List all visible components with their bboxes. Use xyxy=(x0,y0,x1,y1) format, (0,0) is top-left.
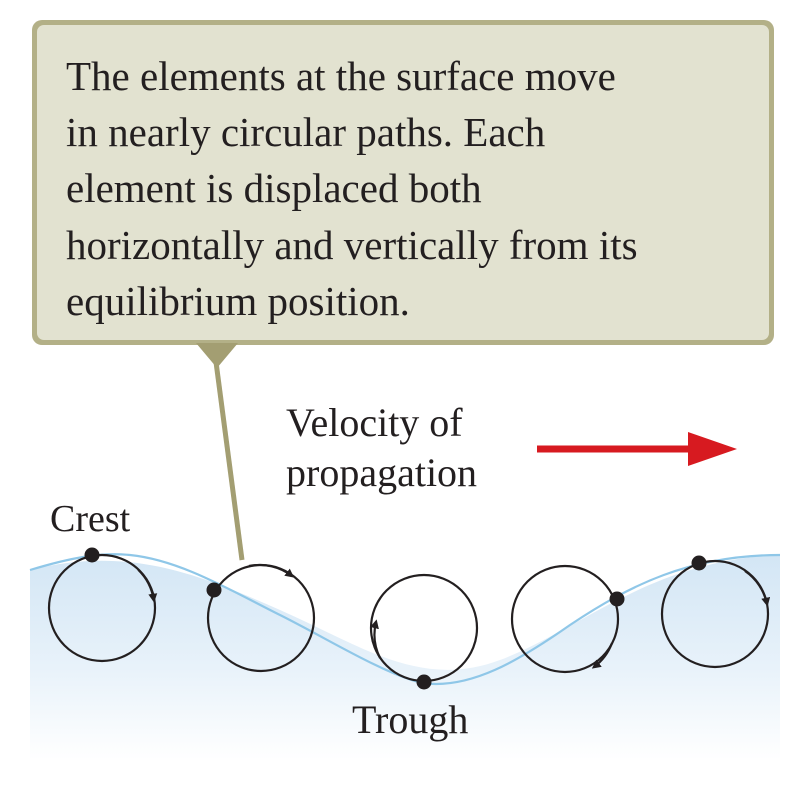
particle-dot-5 xyxy=(691,555,707,571)
callout-pointer xyxy=(196,343,238,368)
velocity-label-line-2: propagation xyxy=(286,450,477,495)
callout-text-line-1: The elements at the surface move xyxy=(66,53,616,99)
callout-box: The elements at the surface move in near… xyxy=(32,20,774,345)
particle-dot-4 xyxy=(609,591,625,607)
particle-path-3 xyxy=(369,573,479,690)
particle-path-5 xyxy=(660,555,771,669)
callout-text-line-4: horizontally and vertically from its xyxy=(66,222,638,268)
callout-text-line-3: element is displaced both xyxy=(66,165,482,211)
trough-label: Trough xyxy=(352,697,468,742)
particle-path-1 xyxy=(47,547,158,663)
crest-label: Crest xyxy=(50,498,131,540)
particle-dot-3 xyxy=(416,674,432,690)
particle-dot-2 xyxy=(206,582,222,598)
velocity-label-line-1: Velocity of xyxy=(286,400,463,445)
callout-leader-line xyxy=(213,361,245,561)
particle-path-2 xyxy=(206,563,316,673)
callout-text-line-2: in nearly circular paths. Each xyxy=(66,109,545,155)
callout-text-line-5: equilibrium position. xyxy=(66,278,410,324)
water-region xyxy=(30,555,780,760)
particle-dot-1 xyxy=(84,547,100,563)
propagation-arrow xyxy=(537,432,737,466)
particle-path-4 xyxy=(510,564,625,674)
